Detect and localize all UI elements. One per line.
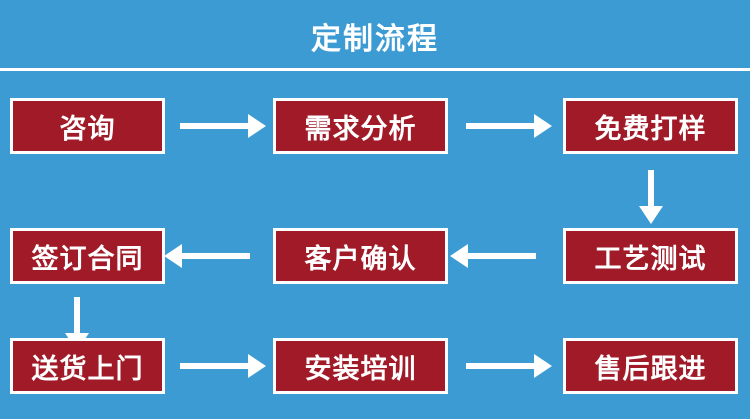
node-free-sample[interactable]: 免费打样: [563, 98, 738, 154]
node-after-sales-followup[interactable]: 售后跟进: [563, 338, 738, 394]
arrow-head-left-icon: [450, 244, 468, 268]
connector-sample-to-craft-test: [639, 170, 663, 224]
connector-contract-to-delivery: [65, 297, 89, 351]
connector-consult-to-requirements: [180, 114, 266, 138]
connector-delivery-to-training: [180, 354, 266, 378]
node-door-delivery[interactable]: 送货上门: [10, 338, 165, 394]
page-title: 定制流程: [311, 22, 439, 57]
arrow-head-right-icon: [248, 354, 266, 378]
arrow-head-right-icon: [248, 114, 266, 138]
node-install-training[interactable]: 安装培训: [273, 338, 448, 394]
node-sign-contract[interactable]: 签订合同: [10, 228, 165, 284]
arrow-head-right-icon: [534, 114, 552, 138]
title-divider: [0, 68, 750, 71]
node-consult[interactable]: 咨询: [10, 98, 165, 154]
connector-requirements-to-sample: [466, 114, 552, 138]
node-craft-test[interactable]: 工艺测试: [563, 228, 738, 284]
connector-training-to-aftersales: [466, 354, 552, 378]
arrow-head-right-icon: [534, 354, 552, 378]
connector-craft-test-to-customer-confirm: [450, 244, 536, 268]
connector-customer-confirm-to-contract: [164, 244, 250, 268]
node-requirement-analysis[interactable]: 需求分析: [273, 98, 448, 154]
arrow-head-left-icon: [164, 244, 182, 268]
arrow-head-down-icon: [639, 206, 663, 224]
node-customer-confirm[interactable]: 客户确认: [273, 228, 448, 284]
